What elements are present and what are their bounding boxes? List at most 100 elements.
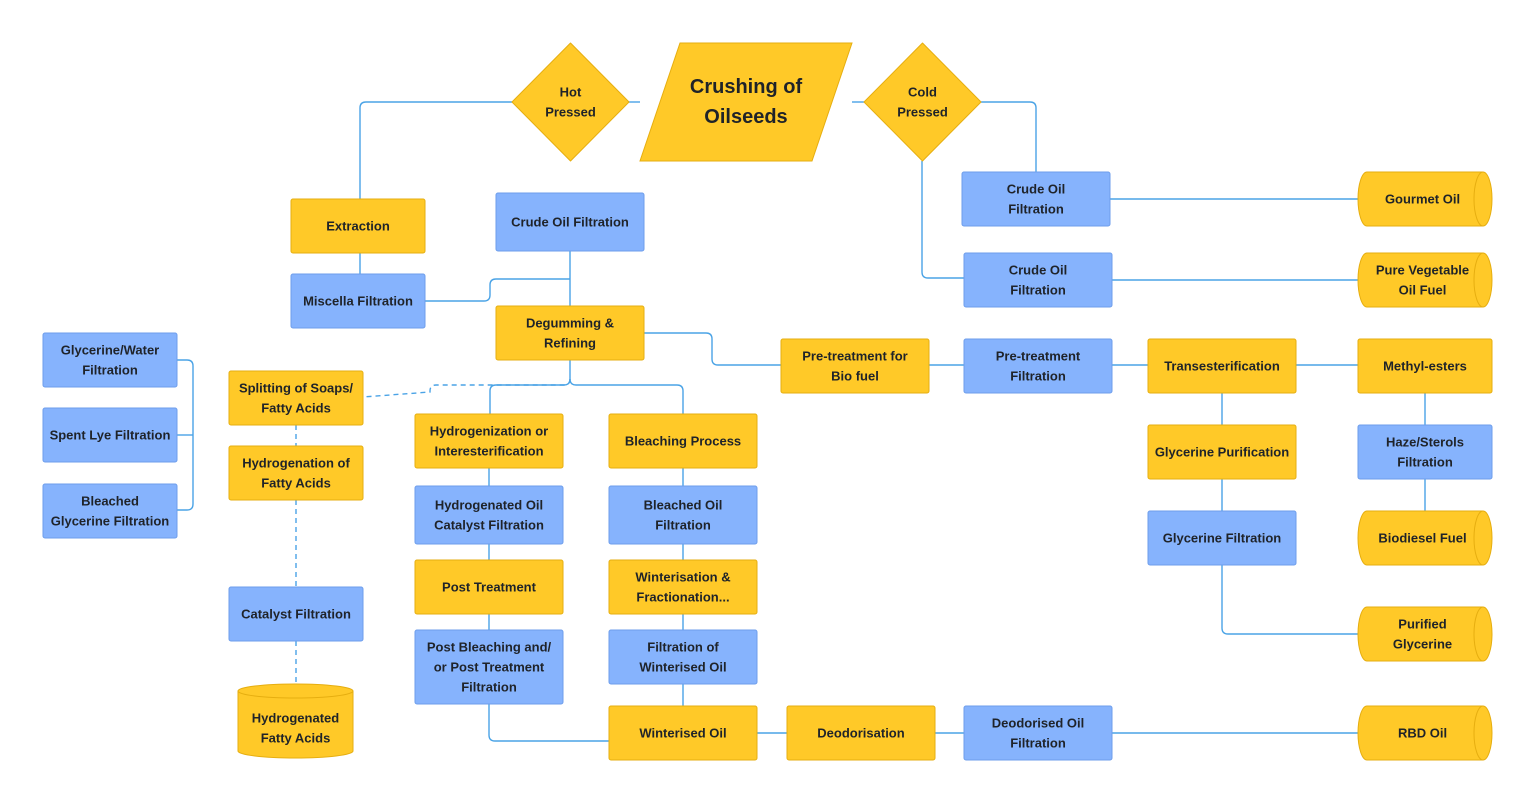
node-label: Hydrogenated: [252, 711, 339, 726]
node-box: [961, 171, 1111, 227]
node-label: or Post Treatment: [434, 660, 545, 675]
node-box: [1147, 424, 1297, 480]
node-post-bleaching: Post Bleaching and/or Post TreatmentFilt…: [414, 629, 564, 705]
node-box: [228, 445, 364, 501]
node-label: Biodiesel Fuel: [1378, 531, 1466, 546]
node-label: Bio fuel: [831, 369, 879, 384]
node-label: Filtration: [461, 680, 517, 695]
node-miscella-filtration: Miscella Filtration: [290, 273, 426, 329]
node-box: [1357, 338, 1493, 394]
node-label: Cold: [908, 85, 937, 100]
decision-diamond: [511, 42, 630, 162]
node-hydrogenization: Hydrogenization or Interesterification: [414, 413, 564, 469]
node-box: [414, 559, 564, 615]
node-label: Glycerine Filtration: [51, 514, 170, 529]
node-catalyst-filtration: Catalyst Filtration: [228, 586, 364, 642]
cylinder-end: [1473, 252, 1484, 308]
node-label: Haze/Sterols: [1386, 435, 1464, 450]
node-box: [290, 273, 426, 329]
node-label: Deodorised Oil: [992, 716, 1084, 731]
node-label: Filtration: [655, 518, 711, 533]
node-biodiesel-fuel: Biodiesel Fuel: [1357, 510, 1493, 566]
cylinder-top: [237, 690, 354, 699]
node-label: Pure Vegetable: [1376, 263, 1469, 278]
node-label: Winterised Oil: [639, 660, 726, 675]
node-box: [414, 629, 564, 705]
node-box: [608, 485, 758, 545]
node-box: [42, 332, 178, 388]
node-box: [495, 305, 645, 361]
connector-line: [569, 378, 684, 414]
node-label: Catalyst Filtration: [434, 518, 544, 533]
node-winterised-oil: Winterised Oil: [608, 705, 758, 761]
node-box: [1147, 338, 1297, 394]
node-label: Fractionation...: [636, 590, 729, 605]
node-label: Filtration: [1010, 369, 1066, 384]
node-extraction: Extraction: [290, 198, 426, 254]
node-label: Hydrogenization or: [430, 424, 548, 439]
node-transesterification: Transesterification: [1147, 338, 1297, 394]
storage-cylinder: [237, 683, 354, 759]
storage-cylinder: [1357, 252, 1493, 308]
node-label: Filtration: [1008, 202, 1064, 217]
node-box: [963, 252, 1113, 308]
node-label: Glycerine Purification: [1155, 445, 1289, 460]
node-box: [42, 407, 178, 463]
node-label: Crushing of: [690, 76, 803, 98]
node-gourmet-oil: Gourmet Oil: [1357, 171, 1493, 227]
node-crude-oil-filtration-main: Crude Oil Filtration: [495, 192, 645, 252]
storage-cylinder: [1357, 606, 1493, 662]
node-methyl-esters: Methyl-esters: [1357, 338, 1493, 394]
node-box: [1357, 424, 1493, 480]
node-box: [414, 413, 564, 469]
connector-line: [488, 704, 609, 742]
node-label: Degumming &: [526, 316, 614, 331]
cylinder-end: [1473, 171, 1484, 227]
connector-line: [644, 332, 781, 366]
node-label: Spent Lye Filtration: [50, 428, 171, 443]
node-label: Oilseeds: [704, 106, 787, 128]
node-label: Filtration: [1397, 455, 1453, 470]
connector-line: [425, 278, 570, 302]
node-label: Post Treatment: [442, 580, 537, 595]
node-label: Glycerine: [1393, 637, 1452, 652]
node-label: Post Bleaching and/: [427, 640, 552, 655]
connectors: [177, 101, 1426, 742]
node-label: Bleaching Process: [625, 434, 741, 449]
node-label: Fatty Acids: [261, 731, 331, 746]
node-label: Miscella Filtration: [303, 294, 413, 309]
node-label: Glycerine/Water: [61, 343, 160, 358]
connector-line: [489, 360, 571, 414]
node-deodorisation: Deodorisation: [786, 705, 936, 761]
connector-line: [981, 101, 1037, 172]
node-label: Winterised Oil: [639, 726, 726, 741]
node-label: Winterisation &: [635, 570, 730, 585]
node-label: Gourmet Oil: [1385, 192, 1460, 207]
node-label: Interesterification: [434, 444, 543, 459]
node-post-treatment: Post Treatment: [414, 559, 564, 615]
node-label: Pre-treatment: [996, 349, 1081, 364]
node-label: Purified: [1398, 617, 1446, 632]
node-label: Pressed: [897, 105, 948, 120]
node-box: [963, 338, 1113, 394]
node-label: Refining: [544, 336, 596, 351]
node-label: Filtration: [1010, 283, 1066, 298]
node-box: [608, 413, 758, 469]
node-label: Filtration: [82, 363, 138, 378]
node-degumming: Degumming & Refining: [495, 305, 645, 361]
